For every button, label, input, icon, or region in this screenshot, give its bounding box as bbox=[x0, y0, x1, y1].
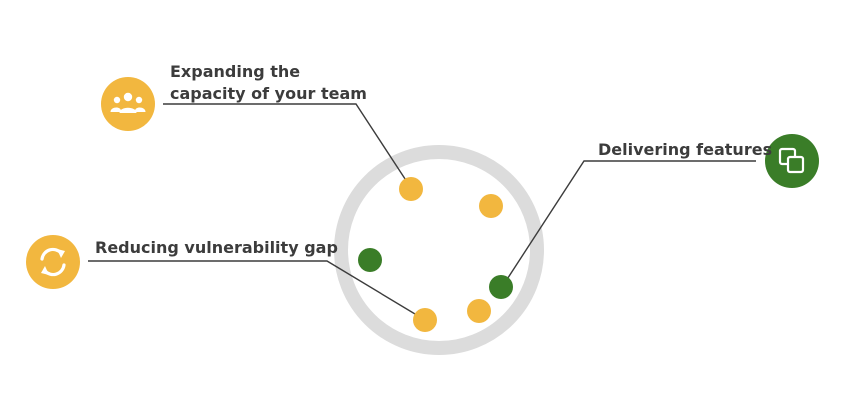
label-delivering-features: Delivering features bbox=[598, 139, 772, 161]
team-icon bbox=[101, 77, 155, 131]
label-expanding-line2: capacity of your team bbox=[170, 84, 367, 103]
label-expanding-line1: Expanding the bbox=[170, 62, 301, 81]
dot-yellow-1 bbox=[399, 177, 423, 201]
label-expanding-capacity: Expanding the capacity of your team bbox=[170, 61, 367, 105]
label-delivering-line1: Delivering features bbox=[598, 140, 773, 159]
label-reducing-vulnerability: Reducing vulnerability gap bbox=[95, 237, 338, 259]
dot-yellow-3 bbox=[467, 299, 491, 323]
connector-expanding bbox=[163, 103, 412, 189]
central-ring bbox=[334, 145, 544, 355]
refresh-cycle-icon bbox=[26, 235, 80, 289]
label-reducing-line1: Reducing vulnerability gap bbox=[95, 238, 338, 257]
connector-delivering bbox=[501, 160, 756, 288]
dot-green-1 bbox=[358, 248, 382, 272]
dot-yellow-4 bbox=[413, 308, 437, 332]
dot-green-2 bbox=[489, 275, 513, 299]
dot-yellow-2 bbox=[479, 194, 503, 218]
copy-squares-icon bbox=[765, 134, 819, 188]
connector-reducing bbox=[88, 260, 426, 321]
